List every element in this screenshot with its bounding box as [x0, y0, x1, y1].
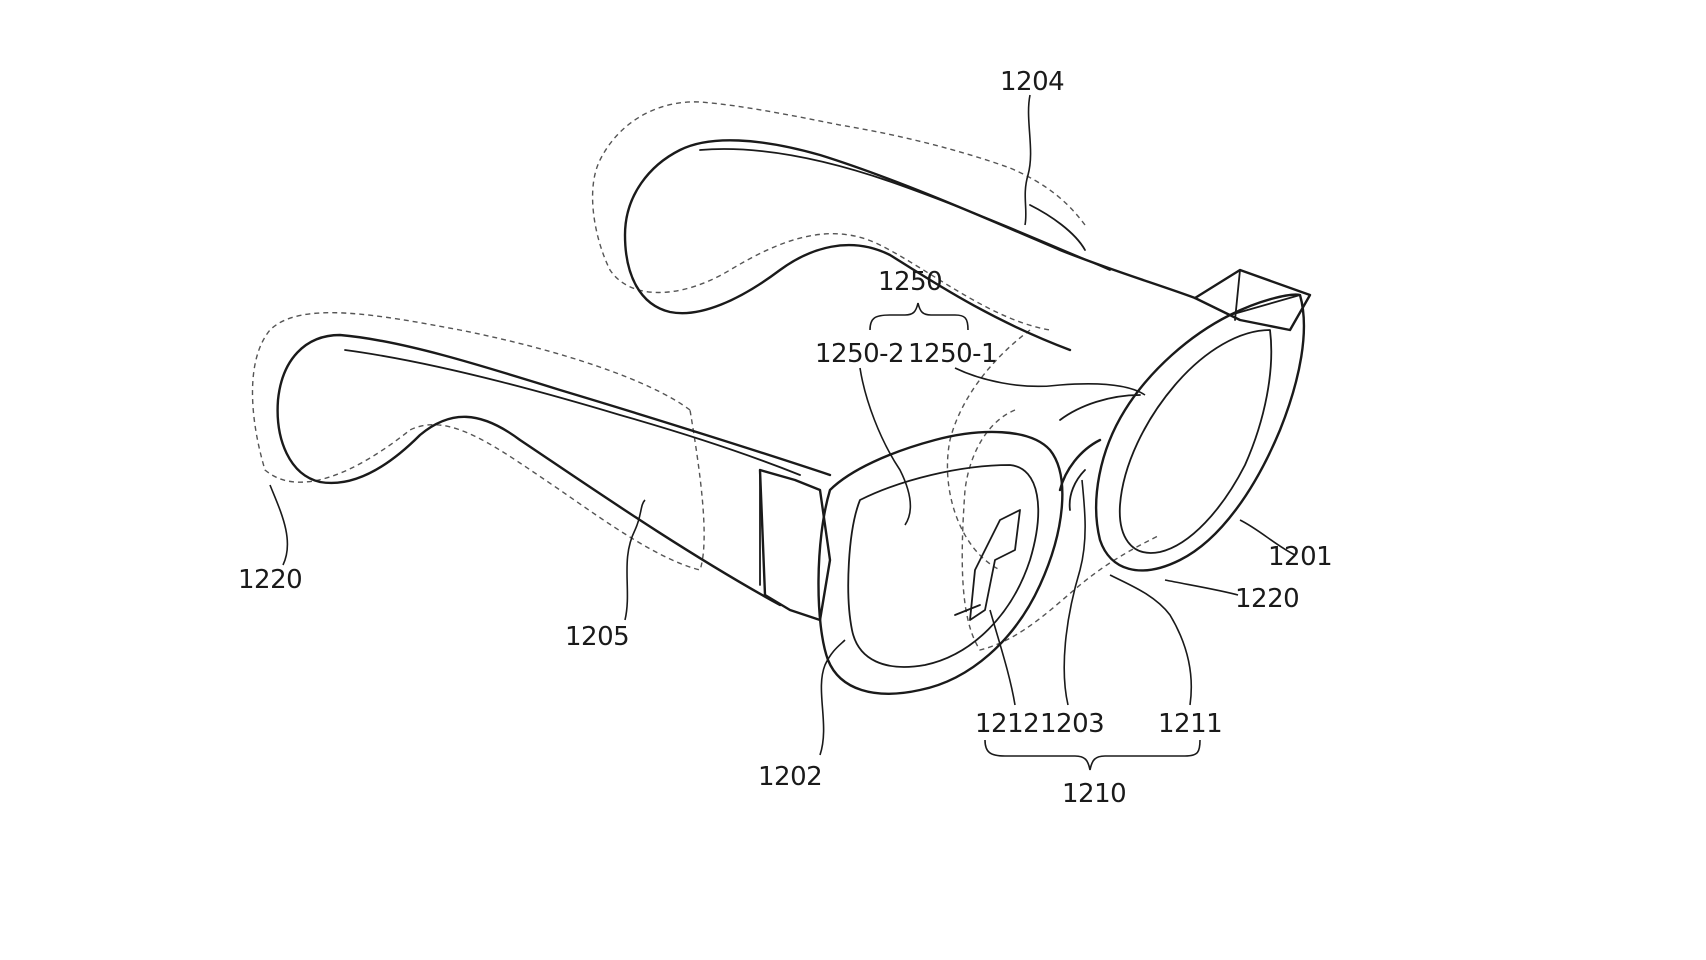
- label-1204: 1204: [1000, 67, 1064, 97]
- leader-1203: [1063, 479, 1086, 706]
- label-1250-1: 1250-1: [908, 339, 997, 369]
- back-temple-1204: [623, 139, 1197, 352]
- label-1205: 1205: [565, 622, 629, 652]
- leader-1250-2: [859, 367, 912, 526]
- label-1201: 1201: [1268, 542, 1332, 572]
- label-1211: 1211: [1158, 709, 1222, 739]
- hinge-blocks: [758, 268, 1312, 622]
- leader-1212: [989, 609, 1016, 706]
- leader-1201: [1239, 519, 1296, 556]
- front-temple-1205: [276, 333, 832, 607]
- label-1203: 1203: [1040, 709, 1104, 739]
- leader-1204: [1024, 94, 1032, 226]
- brace-1250: [869, 302, 969, 331]
- braces: [869, 302, 1201, 771]
- label-1220-left: 1220: [238, 565, 302, 595]
- label-1212: 1212: [975, 709, 1039, 739]
- label-1250-2: 1250-2: [815, 339, 904, 369]
- leader-1250-1: [954, 367, 1146, 396]
- front-frame: [817, 293, 1306, 695]
- leader-1211: [1109, 574, 1193, 706]
- dashed-boundary-1220: [251, 101, 1161, 651]
- leader-1220-left: [269, 484, 289, 566]
- label-1202: 1202: [758, 762, 822, 792]
- brace-1210: [984, 739, 1201, 771]
- label-1250: 1250: [878, 267, 942, 297]
- leader-1205: [624, 499, 646, 621]
- leader-1220-right: [1164, 579, 1239, 596]
- label-1210: 1210: [1062, 779, 1126, 809]
- leader-1202: [819, 639, 846, 756]
- reference-labels: 1204 1250 1250-2 1250-1 1201 1220 1220 1…: [238, 67, 1333, 809]
- label-1220-right: 1220: [1235, 584, 1299, 614]
- leader-lines: [269, 94, 1296, 756]
